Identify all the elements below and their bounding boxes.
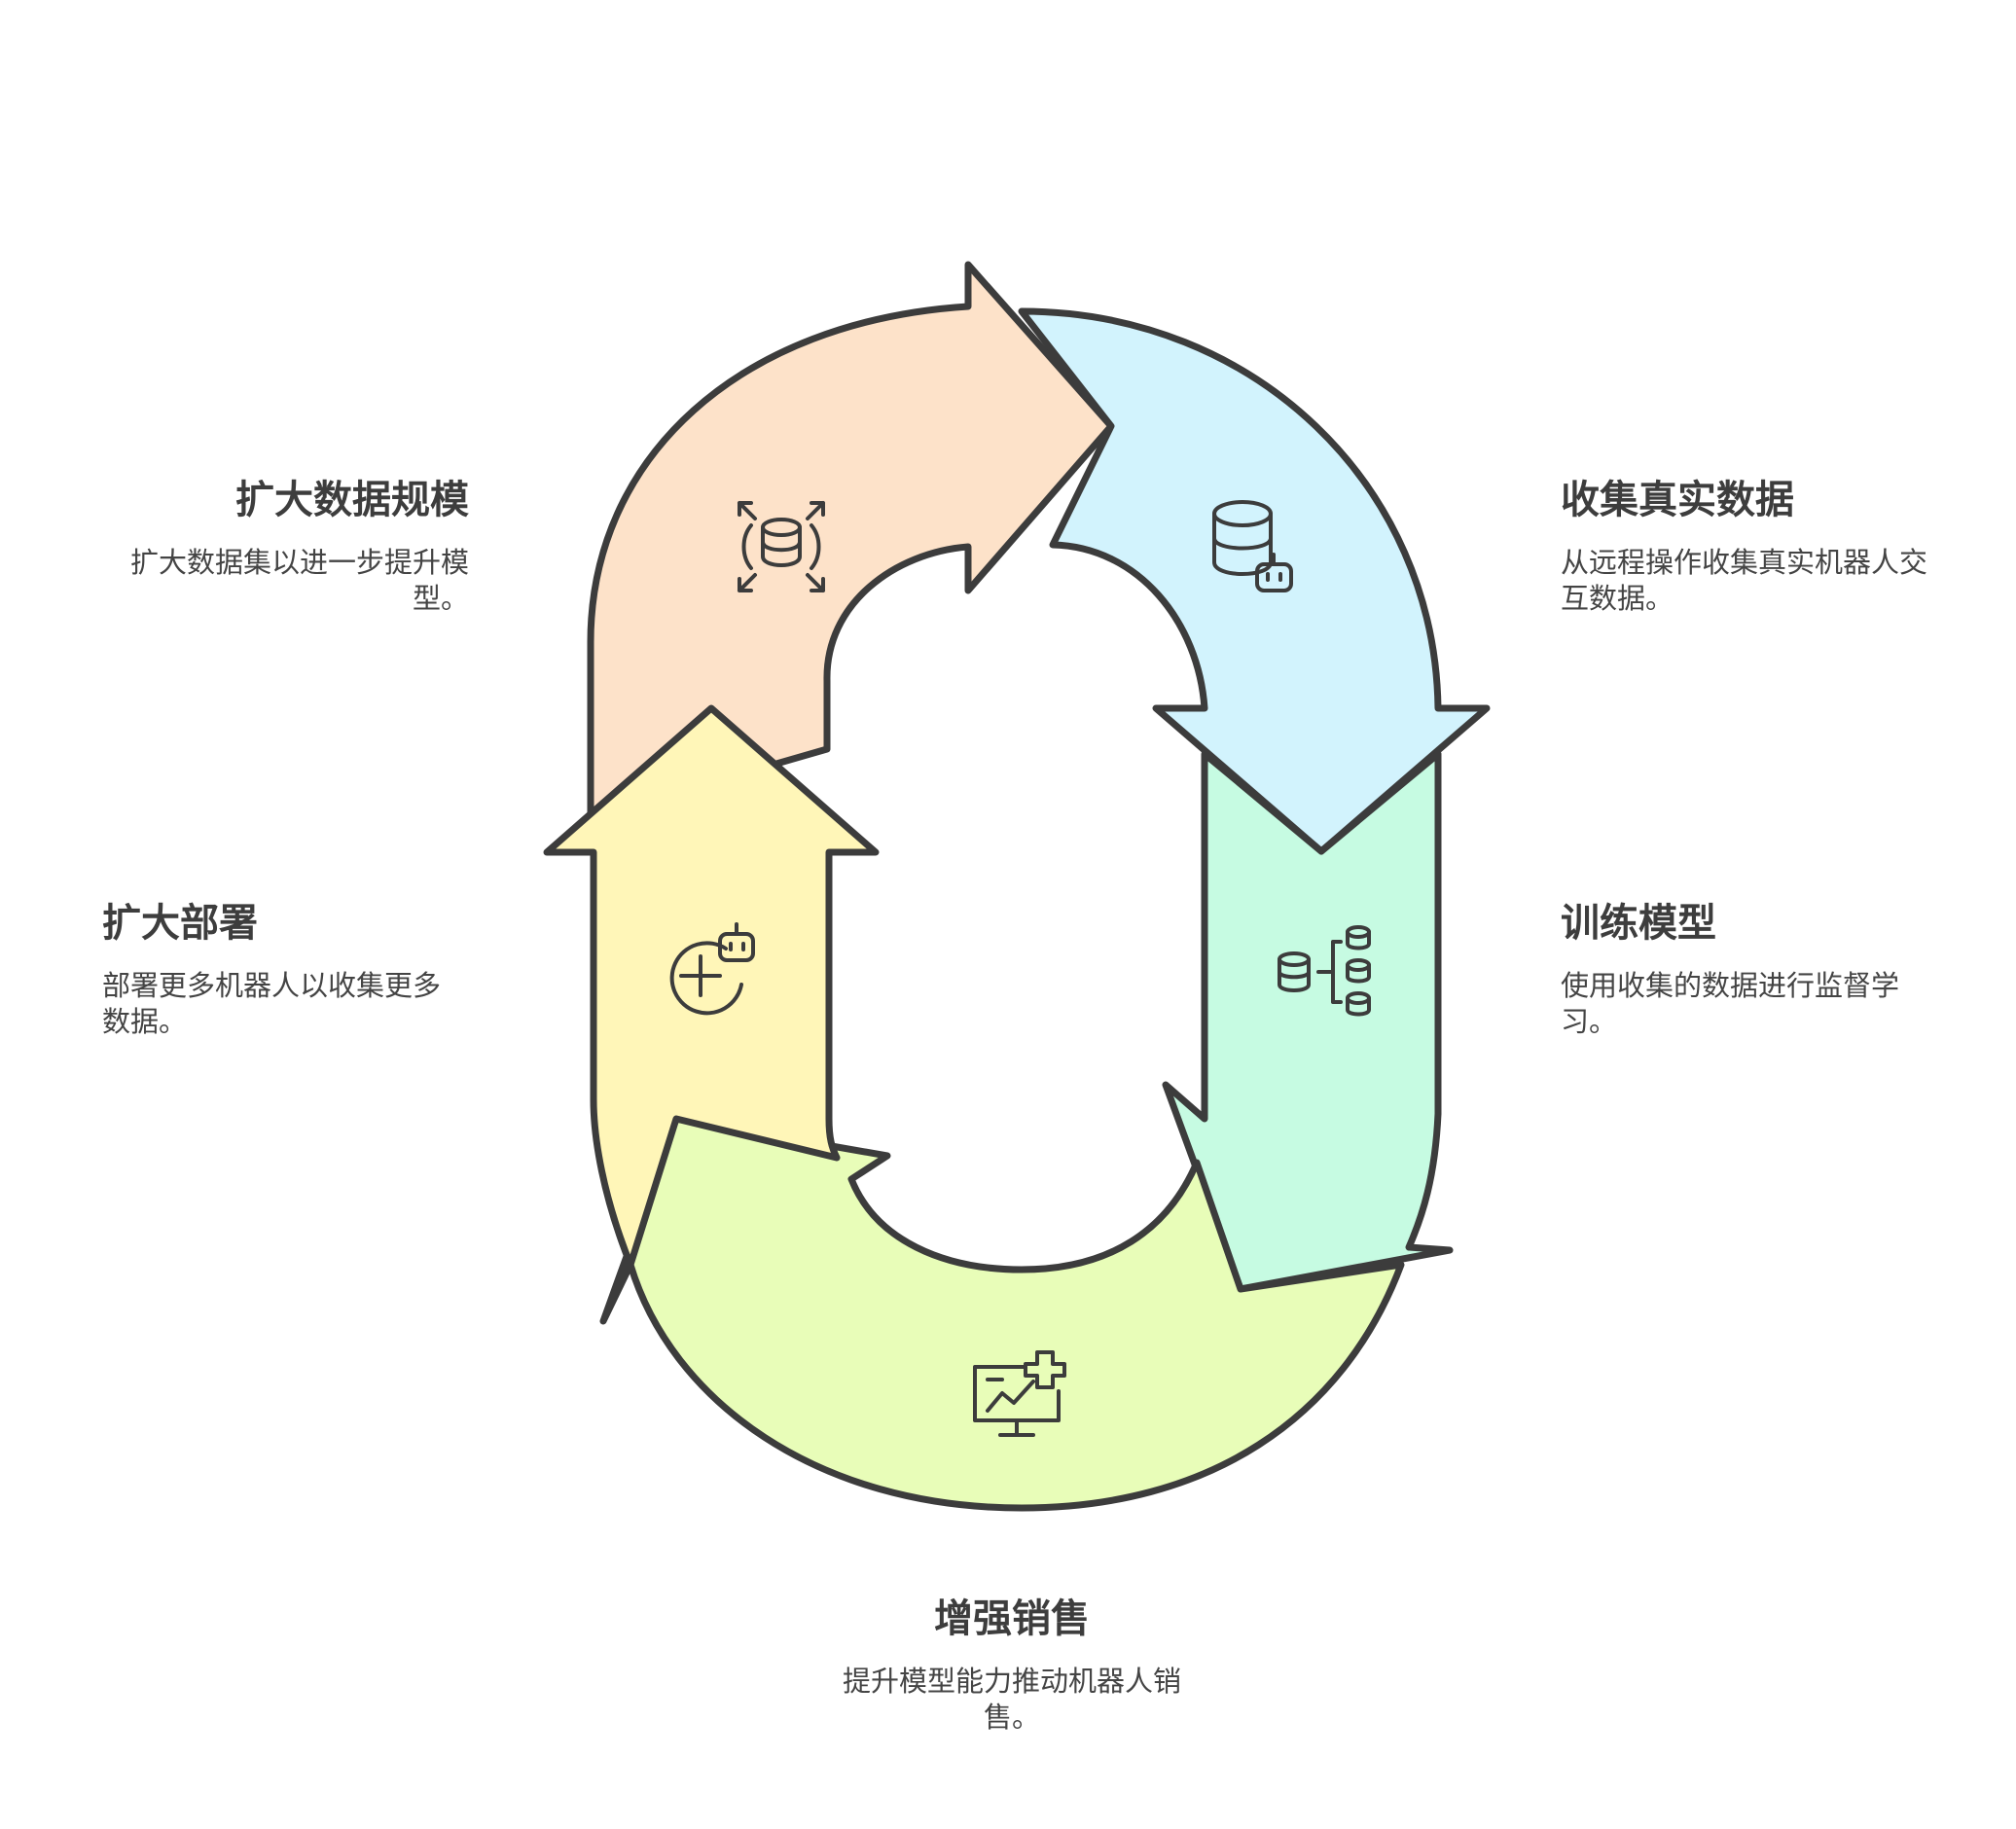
step-title: 收集真实数据 — [1561, 478, 1794, 522]
add-robot-icon — [669, 922, 755, 1016]
presentation-chart-icon — [973, 1350, 1066, 1437]
expand-database-icon — [738, 501, 825, 592]
step-description: 部署更多机器人以收集更多数据。 — [102, 969, 442, 1038]
arrow-expand-deployment — [543, 704, 880, 1269]
step-description: 从远程操作收集真实机器人交互数据。 — [1561, 546, 1928, 615]
step-scale-label: 扩大数据规模 扩大数据集以进一步提升模型。 — [107, 477, 469, 617]
database-robot-icon — [1212, 500, 1293, 592]
step-description: 扩大数据集以进一步提升模型。 — [129, 546, 469, 615]
step-title: 扩大数据规模 — [235, 478, 469, 522]
step-description: 提升模型能力推动机器人销售。 — [842, 1665, 1181, 1734]
step-sales-label: 增强销售 提升模型能力推动机器人销售。 — [837, 1596, 1187, 1736]
step-train-label: 训练模型 使用收集的数据进行监督学习。 — [1561, 900, 1930, 1040]
arrow-collect-data — [1018, 307, 1491, 855]
step-deploy-label: 扩大部署 部署更多机器人以收集更多数据。 — [102, 900, 462, 1040]
step-collect-label: 收集真实数据 从远程操作收集真实机器人交互数据。 — [1561, 477, 1930, 617]
arrow-scale-data — [587, 261, 1115, 821]
step-title: 扩大部署 — [102, 901, 258, 946]
step-title: 训练模型 — [1561, 901, 1716, 946]
arrow-train-model — [1162, 750, 1454, 1293]
data-pipeline-icon — [1278, 925, 1371, 1017]
step-title: 增强销售 — [934, 1596, 1090, 1641]
step-description: 使用收集的数据进行监督学习。 — [1561, 969, 1900, 1038]
arrow-enhance-sales — [599, 1115, 1405, 1512]
